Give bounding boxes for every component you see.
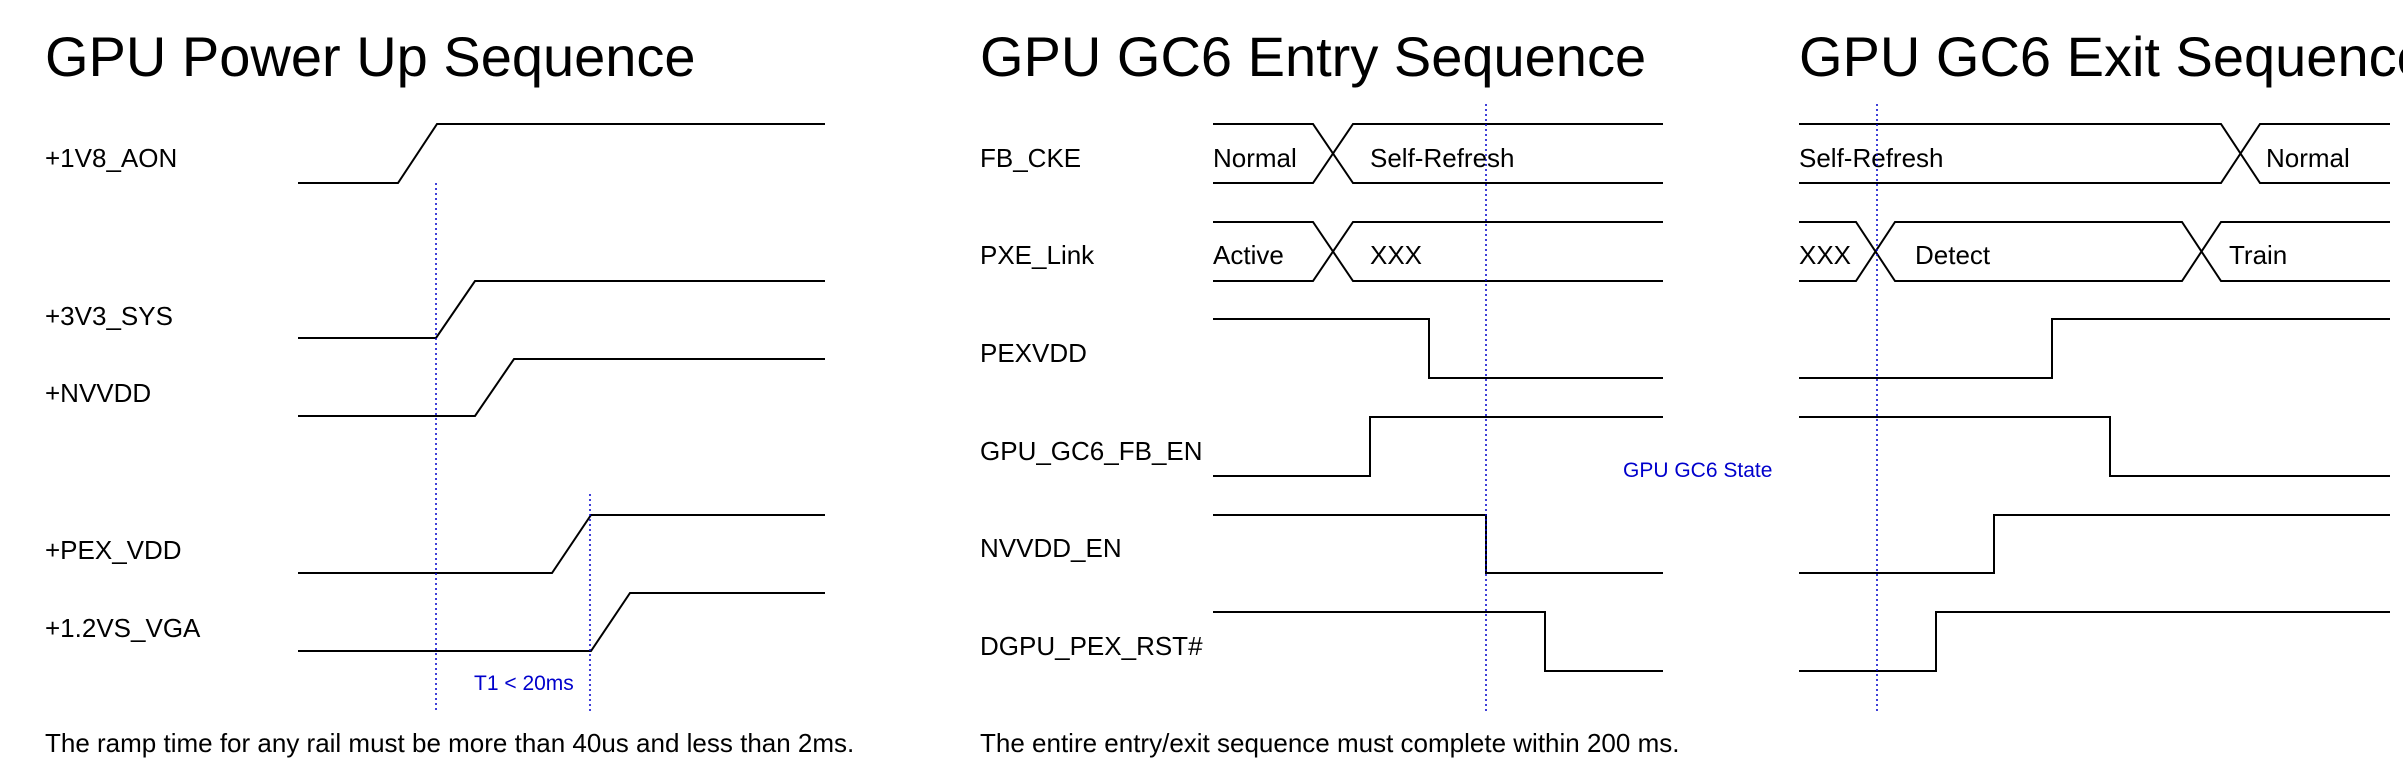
waveform-pex-vdd (298, 514, 825, 574)
bus-value-exit-normal: Normal (2266, 143, 2350, 173)
panel-title-gc6-entry: GPU GC6 Entry Sequence (980, 25, 1646, 88)
signal-label-nvvdd-en: NVVDD_EN (980, 533, 1122, 563)
panel-gc6-exit: GPU GC6 Exit Sequence Self-Refresh Norma… (1799, 25, 2403, 712)
signal-label-nvvdd: +NVVDD (45, 378, 151, 408)
bus-value-exit-detect: Detect (1915, 240, 1991, 270)
bus-value-exit-xxx: XXX (1799, 240, 1851, 270)
waveform-1-2vs-vga (298, 592, 825, 652)
signal-label-3v3-sys: +3V3_SYS (45, 301, 173, 331)
waveform-exit-dgpu-pex-rst (1799, 611, 2390, 672)
panel-power-up: GPU Power Up Sequence +1V8_AON +3V3_SYS … (45, 25, 854, 758)
waveform-exit-pexvdd (1799, 318, 2390, 379)
waveform-pxe-link: Active XXX (1213, 221, 1663, 282)
panel-gc6-entry: GPU GC6 Entry Sequence FB_CKE PXE_Link P… (980, 25, 1679, 758)
signal-label-1-2vs-vga: +1.2VS_VGA (45, 613, 201, 643)
bus-value-active: Active (1213, 240, 1284, 270)
bus-value-normal: Normal (1213, 143, 1297, 173)
waveform-dgpu-pex-rst (1213, 611, 1663, 672)
signal-label-fb-cke: FB_CKE (980, 143, 1081, 173)
waveform-nvvdd-en (1213, 514, 1663, 574)
bus-value-exit-self-refresh: Self-Refresh (1799, 143, 1944, 173)
signal-label-dgpu-pex-rst: DGPU_PEX_RST# (980, 631, 1203, 661)
note-ramp-time: The ramp time for any rail must be more … (45, 728, 854, 758)
signal-label-pex-vdd: +PEX_VDD (45, 535, 182, 565)
waveform-exit-pxe-link: XXX Detect Train (1799, 221, 2390, 282)
marker-label-t1: T1 < 20ms (474, 672, 574, 695)
waveform-exit-fb-cke: Self-Refresh Normal (1799, 123, 2390, 184)
note-entry-exit-time: The entire entry/exit sequence must comp… (980, 728, 1679, 758)
bus-value-xxx: XXX (1370, 240, 1422, 270)
waveform-3v3-sys (298, 280, 825, 339)
waveform-pexvdd (1213, 318, 1663, 379)
waveform-fb-cke: Normal Self-Refresh (1213, 123, 1663, 184)
bus-value-exit-train: Train (2229, 240, 2287, 270)
gc6-state-label: GPU GC6 State (1623, 459, 1772, 482)
waveform-exit-gpu-gc6-fb-en (1799, 416, 2390, 477)
waveform-nvvdd (298, 358, 825, 417)
signal-label-1v8-aon: +1V8_AON (45, 143, 177, 173)
waveform-exit-nvvdd-en (1799, 514, 2390, 574)
waveform-1v8-aon (298, 123, 825, 184)
waveform-gpu-gc6-fb-en (1213, 416, 1663, 477)
panel-title-power-up: GPU Power Up Sequence (45, 25, 696, 88)
signal-label-pxe-link: PXE_Link (980, 240, 1095, 270)
signal-label-pexvdd: PEXVDD (980, 338, 1087, 368)
bus-value-self-refresh: Self-Refresh (1370, 143, 1515, 173)
signal-label-gpu-gc6-fb-en: GPU_GC6_FB_EN (980, 436, 1203, 466)
panel-title-gc6-exit: GPU GC6 Exit Sequence (1799, 25, 2403, 88)
